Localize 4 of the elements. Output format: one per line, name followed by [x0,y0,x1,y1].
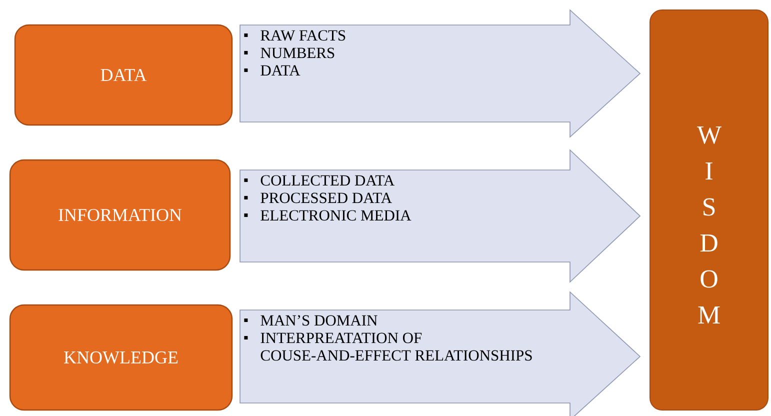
tall-box: W I S D O M [650,10,768,410]
rounded-box: KNOWLEDGE [9,304,233,411]
rounded-box: DATA [14,24,233,126]
rounded-box: INFORMATION [9,159,231,271]
